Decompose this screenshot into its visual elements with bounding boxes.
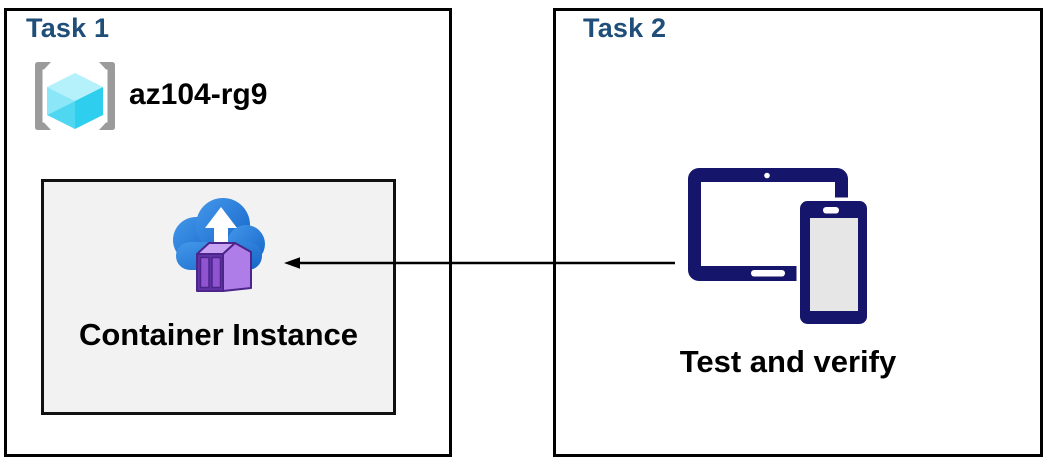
container-instance-label: Container Instance xyxy=(78,317,359,352)
test-and-verify-label: Test and verify xyxy=(679,344,897,379)
container-instance-box xyxy=(41,179,396,415)
left-arrow-icon xyxy=(284,257,675,269)
phone-icon xyxy=(796,197,871,325)
resource-group-name: az104-rg9 xyxy=(129,78,268,111)
container-instance-icon xyxy=(173,198,265,292)
tablet-phone-icon xyxy=(688,168,871,325)
container-box-icon xyxy=(196,242,252,292)
resource-group-icon xyxy=(35,62,115,130)
task1-title: Task 1 xyxy=(26,13,110,43)
task2-title: Task 2 xyxy=(583,13,667,43)
